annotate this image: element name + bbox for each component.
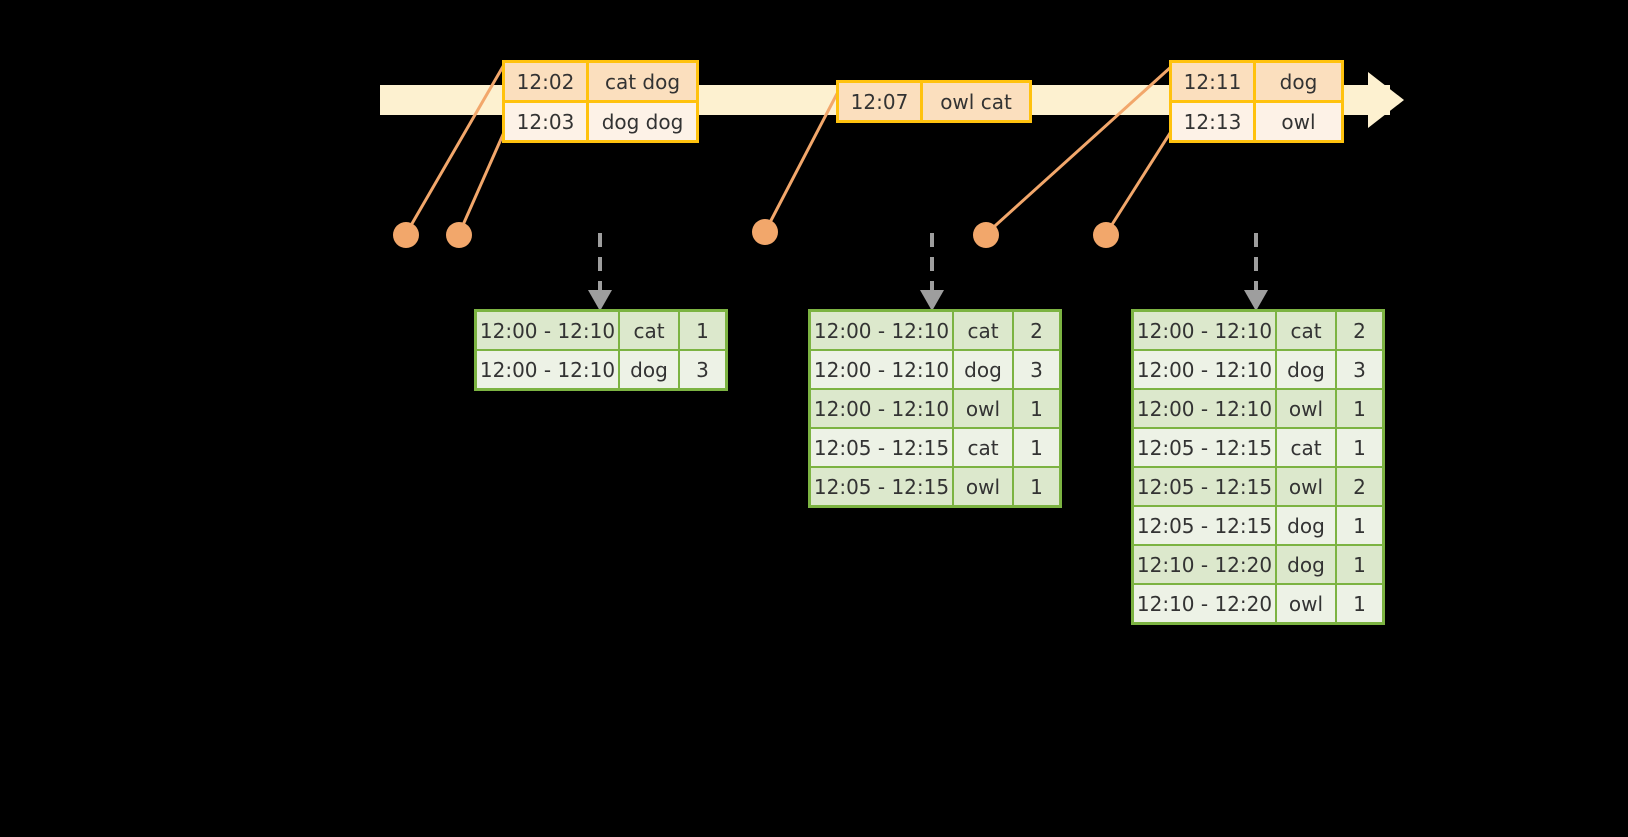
- key-cell: owl: [954, 390, 1014, 427]
- connector-line-2: [457, 129, 507, 235]
- timeline-arrowhead-icon: [1368, 72, 1404, 128]
- table-row[interactable]: 12:00 - 12:10 dog 3: [1134, 351, 1382, 390]
- table-row[interactable]: 12:00 - 12:10 owl 1: [811, 390, 1059, 429]
- key-cell: owl: [1277, 468, 1337, 505]
- window-cell: 12:10 - 12:20: [1134, 546, 1277, 583]
- table-row[interactable]: 12:05 - 12:15 cat 1: [811, 429, 1059, 468]
- count-cell: 1: [1337, 546, 1382, 583]
- key-cell: dog: [954, 351, 1014, 388]
- event-row[interactable]: 12:11 dog: [1172, 63, 1341, 100]
- count-cell: 1: [1014, 429, 1059, 466]
- event-group-1[interactable]: 12:02 cat dog 12:03 dog dog: [502, 60, 699, 143]
- window-cell: 12:00 - 12:10: [1134, 312, 1277, 349]
- count-cell: 1: [1014, 468, 1059, 505]
- event-value: cat dog: [589, 63, 696, 100]
- window-cell: 12:00 - 12:10: [811, 312, 954, 349]
- event-row[interactable]: 12:03 dog dog: [505, 100, 696, 140]
- window-cell: 12:00 - 12:10: [811, 390, 954, 427]
- window-cell: 12:10 - 12:20: [1134, 585, 1277, 622]
- result-table-3[interactable]: 12:00 - 12:10 cat 2 12:00 - 12:10 dog 3 …: [1131, 309, 1385, 625]
- event-row[interactable]: 12:07 owl cat: [839, 83, 1029, 120]
- key-cell: owl: [954, 468, 1014, 505]
- window-cell: 12:00 - 12:10: [811, 351, 954, 388]
- key-cell: cat: [954, 429, 1014, 466]
- table-row[interactable]: 12:00 - 12:10 dog 3: [477, 351, 725, 388]
- window-cell: 12:05 - 12:15: [811, 429, 954, 466]
- key-cell: owl: [1277, 585, 1337, 622]
- key-cell: cat: [1277, 312, 1337, 349]
- key-cell: dog: [1277, 546, 1337, 583]
- window-cell: 12:05 - 12:15: [811, 468, 954, 505]
- table-row[interactable]: 12:05 - 12:15 dog 1: [1134, 507, 1382, 546]
- table-row[interactable]: 12:00 - 12:10 owl 1: [1134, 390, 1382, 429]
- count-cell: 2: [1337, 468, 1382, 505]
- event-row[interactable]: 12:13 owl: [1172, 100, 1341, 140]
- connector-dot-2: [446, 222, 472, 248]
- table-row[interactable]: 12:00 - 12:10 cat 2: [1134, 312, 1382, 351]
- count-cell: 1: [1014, 390, 1059, 427]
- connector-dot-5: [1093, 222, 1119, 248]
- table-row[interactable]: 12:05 - 12:15 owl 2: [1134, 468, 1382, 507]
- event-value: owl cat: [923, 83, 1029, 120]
- event-value: owl: [1256, 103, 1341, 140]
- event-group-3[interactable]: 12:11 dog 12:13 owl: [1169, 60, 1344, 143]
- connector-dot-1: [393, 222, 419, 248]
- event-time: 12:03: [505, 103, 589, 140]
- connector-line-5: [1104, 129, 1174, 235]
- key-cell: cat: [954, 312, 1014, 349]
- event-group-2[interactable]: 12:07 owl cat: [836, 80, 1032, 123]
- connector-dot-4: [973, 222, 999, 248]
- table-row[interactable]: 12:10 - 12:20 owl 1: [1134, 585, 1382, 622]
- event-row[interactable]: 12:02 cat dog: [505, 63, 696, 100]
- window-cell: 12:00 - 12:10: [1134, 351, 1277, 388]
- table-row[interactable]: 12:05 - 12:15 cat 1: [1134, 429, 1382, 468]
- dashed-arrow-head-2: [920, 290, 944, 311]
- dashed-arrow-head-1: [588, 290, 612, 311]
- result-table-1[interactable]: 12:00 - 12:10 cat 1 12:00 - 12:10 dog 3: [474, 309, 728, 391]
- table-row[interactable]: 12:00 - 12:10 dog 3: [811, 351, 1059, 390]
- count-cell: 1: [1337, 507, 1382, 544]
- table-row[interactable]: 12:10 - 12:20 dog 1: [1134, 546, 1382, 585]
- count-cell: 1: [1337, 390, 1382, 427]
- key-cell: dog: [1277, 351, 1337, 388]
- count-cell: 1: [1337, 585, 1382, 622]
- result-table-2[interactable]: 12:00 - 12:10 cat 2 12:00 - 12:10 dog 3 …: [808, 309, 1062, 508]
- table-row[interactable]: 12:05 - 12:15 owl 1: [811, 468, 1059, 505]
- event-value: dog: [1256, 63, 1341, 100]
- window-cell: 12:05 - 12:15: [1134, 468, 1277, 505]
- table-row[interactable]: 12:00 - 12:10 cat 1: [477, 312, 725, 351]
- table-row[interactable]: 12:00 - 12:10 cat 2: [811, 312, 1059, 351]
- event-time: 12:13: [1172, 103, 1256, 140]
- count-cell: 1: [1337, 429, 1382, 466]
- event-time: 12:07: [839, 83, 923, 120]
- event-value: dog dog: [589, 103, 696, 140]
- count-cell: 3: [680, 351, 725, 388]
- key-cell: cat: [1277, 429, 1337, 466]
- key-cell: owl: [1277, 390, 1337, 427]
- key-cell: dog: [620, 351, 680, 388]
- dashed-arrow-head-3: [1244, 290, 1268, 311]
- window-cell: 12:00 - 12:10: [477, 351, 620, 388]
- count-cell: 1: [680, 312, 725, 349]
- window-cell: 12:00 - 12:10: [1134, 390, 1277, 427]
- key-cell: dog: [1277, 507, 1337, 544]
- count-cell: 3: [1337, 351, 1382, 388]
- window-cell: 12:00 - 12:10: [477, 312, 620, 349]
- count-cell: 2: [1337, 312, 1382, 349]
- event-time: 12:11: [1172, 63, 1256, 100]
- window-cell: 12:05 - 12:15: [1134, 507, 1277, 544]
- count-cell: 3: [1014, 351, 1059, 388]
- count-cell: 2: [1014, 312, 1059, 349]
- event-time: 12:02: [505, 63, 589, 100]
- connector-dot-3: [752, 219, 778, 245]
- window-cell: 12:05 - 12:15: [1134, 429, 1277, 466]
- key-cell: cat: [620, 312, 680, 349]
